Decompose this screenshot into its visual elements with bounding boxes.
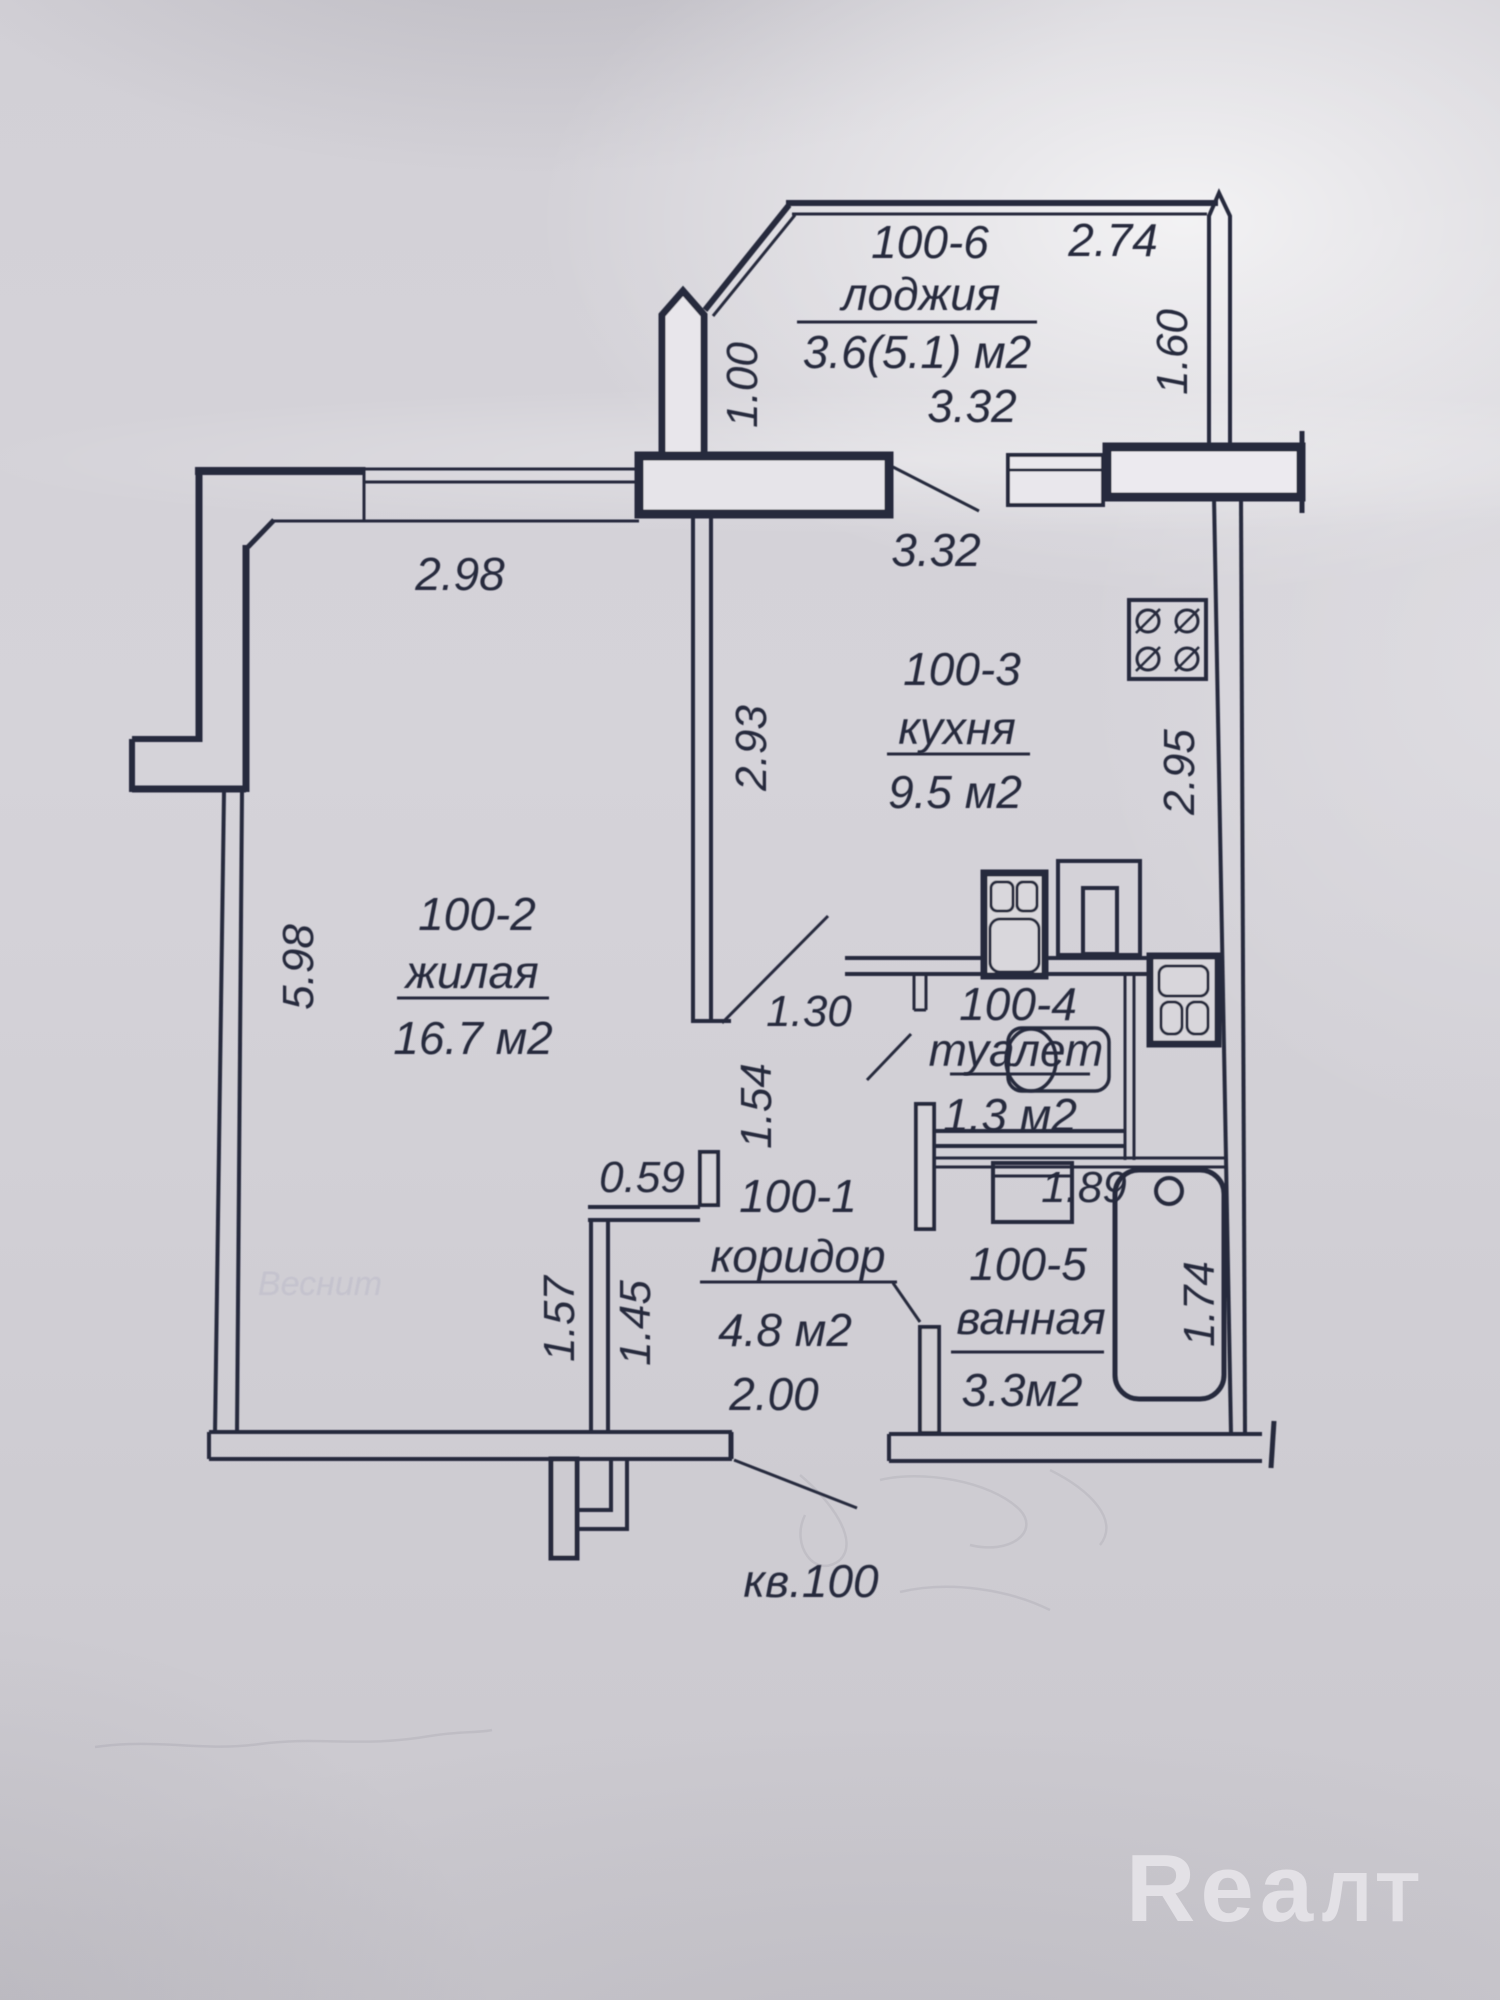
- svg-text:100-4: 100-4: [959, 978, 1077, 1030]
- svg-text:3.6(5.1) м2: 3.6(5.1) м2: [803, 326, 1031, 378]
- svg-text:ReaЛТ: ReaЛТ: [1126, 1835, 1424, 1942]
- svg-text:ванная: ванная: [956, 1292, 1105, 1344]
- svg-text:1.60: 1.60: [1148, 309, 1197, 395]
- svg-text:1.30: 1.30: [766, 987, 852, 1036]
- svg-text:100-5: 100-5: [969, 1238, 1087, 1290]
- svg-text:0.59: 0.59: [599, 1153, 685, 1202]
- svg-text:жилая: жилая: [403, 946, 538, 998]
- svg-text:100-1: 100-1: [739, 1170, 857, 1222]
- svg-text:2.93: 2.93: [727, 705, 776, 792]
- svg-text:2.98: 2.98: [414, 548, 505, 600]
- svg-text:коридор: коридор: [710, 1230, 885, 1282]
- svg-text:1.00: 1.00: [718, 342, 767, 428]
- svg-text:1.89: 1.89: [1041, 1163, 1127, 1212]
- svg-text:100-2: 100-2: [418, 888, 536, 940]
- svg-text:16.7 м2: 16.7 м2: [393, 1012, 552, 1064]
- svg-text:3.32: 3.32: [927, 380, 1017, 432]
- svg-text:100-3: 100-3: [903, 643, 1021, 695]
- svg-text:Веснит: Веснит: [258, 1265, 382, 1303]
- svg-text:3.32: 3.32: [891, 524, 981, 576]
- svg-text:5.98: 5.98: [274, 924, 323, 1010]
- svg-text:1.3 м2: 1.3 м2: [943, 1089, 1077, 1141]
- svg-text:2.74: 2.74: [1067, 214, 1158, 266]
- svg-text:кв.100: кв.100: [743, 1555, 879, 1607]
- svg-text:лоджия: лоджия: [839, 268, 1001, 320]
- svg-text:4.8 м2: 4.8 м2: [718, 1304, 852, 1356]
- svg-text:9.5 м2: 9.5 м2: [888, 766, 1022, 818]
- svg-text:1.54: 1.54: [732, 1063, 781, 1149]
- svg-text:2.00: 2.00: [728, 1368, 819, 1420]
- svg-text:кухня: кухня: [898, 702, 1016, 754]
- svg-text:3.3м2: 3.3м2: [961, 1364, 1082, 1416]
- svg-text:100-6: 100-6: [871, 216, 989, 268]
- svg-text:1.74: 1.74: [1175, 1261, 1224, 1347]
- svg-text:1.45: 1.45: [611, 1280, 660, 1366]
- svg-text:туалет: туалет: [929, 1024, 1104, 1076]
- svg-text:1.57: 1.57: [535, 1275, 584, 1362]
- svg-text:2.95: 2.95: [1155, 729, 1204, 816]
